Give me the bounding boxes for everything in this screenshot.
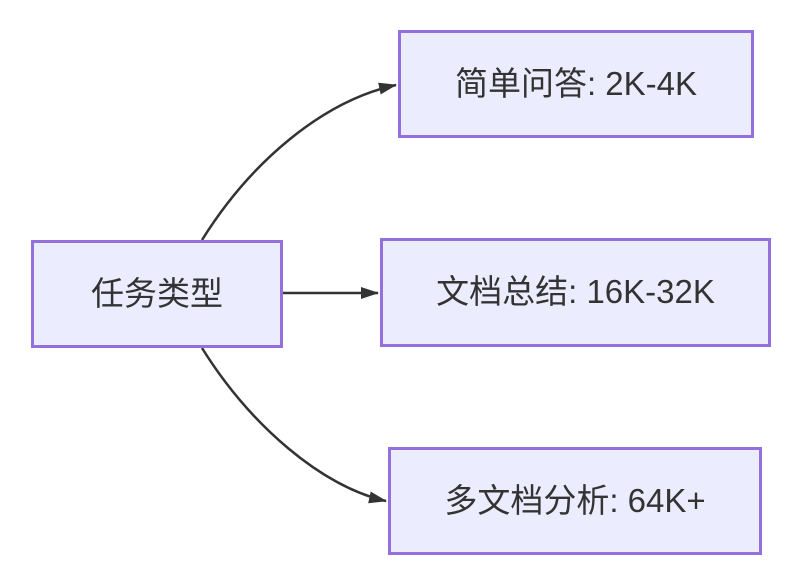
node-doc-summary-label: 文档总结: 16K-32K bbox=[436, 273, 715, 311]
node-simple-qa: 简单问答: 2K-4K bbox=[398, 30, 754, 138]
node-multi-doc-label: 多文档分析: 64K+ bbox=[444, 481, 706, 519]
edge-task-type-to-multi-doc bbox=[200, 347, 387, 504]
node-multi-doc: 多文档分析: 64K+ bbox=[388, 447, 762, 555]
edge-task-type-to-simple-qa bbox=[200, 82, 397, 241]
node-task-type: 任务类型 bbox=[31, 240, 283, 348]
node-doc-summary: 文档总结: 16K-32K bbox=[380, 238, 771, 347]
node-task-type-label: 任务类型 bbox=[91, 274, 223, 312]
node-simple-qa-label: 简单问答: 2K-4K bbox=[454, 64, 698, 102]
